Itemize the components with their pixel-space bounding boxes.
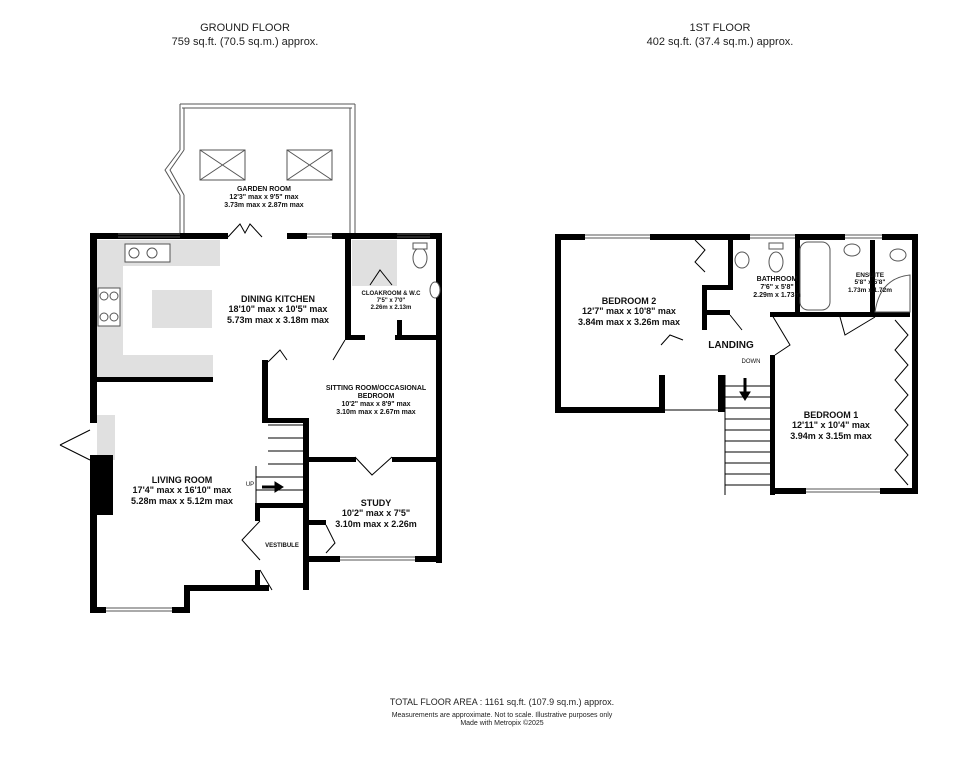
room-metric: 3.73m max x 2.87m max	[224, 202, 304, 210]
room-garden-room: GARDEN ROOM 12'3" max x 9'5" max 3.73m m…	[224, 186, 303, 210]
first-floor-walls	[555, 234, 918, 495]
ground-floor-walls	[90, 233, 442, 613]
room-name: BEDROOM 2	[601, 296, 657, 306]
stair-up-label: UP	[245, 482, 255, 488]
room-metric: 5.28m max x 5.12m max	[130, 495, 234, 506]
first-floor-plan	[555, 234, 918, 495]
ground-floor-plan	[59, 103, 442, 613]
room-metric: 3.84m max x 3.26m max	[577, 316, 681, 327]
room-name: ENSUITE	[855, 272, 885, 279]
disclaimer: Measurements are approximate. Not to sca…	[391, 712, 613, 719]
room-bedroom-1: BEDROOM 1 12'11" x 10'4" max 3.94m x 3.1…	[790, 410, 872, 441]
room-imperial: 12'7" max x 10'8" max	[582, 306, 676, 317]
room-bathroom: BATHROOM 7'6" x 5'8" 2.29m x 1.73m	[753, 276, 800, 300]
first-floor-title: 1ST FLOOR	[689, 22, 751, 34]
room-vestibule: VESTIBULE	[265, 543, 299, 549]
room-metric: 3.10m max x 2.67m max	[336, 409, 416, 417]
doors-ground	[59, 223, 393, 591]
room-name: LIVING ROOM	[151, 475, 213, 485]
room-metric: 1.73m x 1.72m	[847, 286, 893, 294]
room-imperial: 7'5" x 7'0"	[376, 297, 406, 304]
room-imperial: 10'2" max x 7'5"	[341, 508, 411, 519]
total-floor-area: TOTAL FLOOR AREA : 1161 sq.ft. (107.9 sq…	[389, 697, 615, 707]
room-imperial: 5'8" x 5'8"	[854, 279, 886, 287]
room-ensuite: ENSUITE 5'8" x 5'8" 1.73m x 1.72m	[848, 272, 892, 294]
room-imperial: 7'6" x 5'8"	[760, 284, 794, 292]
fixtures-ground	[97, 242, 441, 327]
room-metric: 5.73m max x 3.18m max	[226, 314, 330, 325]
room-study: STUDY 10'2" max x 7'5" 3.10m max x 2.26m	[335, 498, 417, 529]
doors-first	[660, 239, 909, 486]
room-dining-kitchen: DINING KITCHEN 18'10" max x 10'5" max 5.…	[227, 294, 329, 325]
skylight-right	[286, 149, 333, 181]
skylight-left	[199, 149, 246, 181]
room-metric: 3.94m x 3.15m max	[790, 430, 872, 441]
room-metric: 2.29m x 1.73m	[753, 292, 801, 300]
room-bedroom-2: BEDROOM 2 12'7" max x 10'8" max 3.84m ma…	[578, 296, 680, 327]
room-imperial: 18'10" max x 10'5" max	[228, 304, 328, 315]
ground-floor-title: GROUND FLOOR	[200, 22, 290, 34]
room-imperial: 17'4" max x 16'10" max	[132, 485, 232, 496]
room-landing: LANDING	[708, 340, 754, 351]
room-living-room: LIVING ROOM 17'4" max x 16'10" max 5.28m…	[131, 475, 233, 506]
credit: Made with Metropix ©2025	[460, 720, 544, 727]
room-sitting-room: SITTING ROOM/OCCASIONAL BEDROOM 10'2" ma…	[316, 385, 436, 417]
room-name: BEDROOM 1	[803, 410, 859, 420]
room-metric: 2.26m x 2.13m	[370, 304, 412, 311]
room-name: DINING KITCHEN	[240, 294, 315, 304]
room-name: BATHROOM	[756, 276, 798, 283]
first-floor-area: 402 sq.ft. (37.4 sq.m.) approx.	[646, 36, 794, 48]
room-imperial: 12'3" max x 9'5" max	[229, 194, 299, 202]
staircase-ground	[255, 424, 303, 503]
room-metric: 3.10m max x 2.26m	[335, 518, 417, 529]
kitchen-counters	[97, 240, 397, 460]
room-imperial: 10'2" max x 8'9" max	[341, 401, 411, 409]
room-name: GARDEN ROOM	[236, 186, 292, 193]
garden-room-walls	[164, 103, 356, 237]
fixtures-first	[734, 241, 911, 313]
windows	[106, 233, 430, 612]
room-imperial: 12'11" x 10'4" max	[792, 420, 870, 431]
windows-first	[585, 234, 882, 493]
stair-down-label: DOWN	[741, 359, 761, 365]
room-name: STUDY	[360, 498, 392, 508]
room-name: CLOAKROOM & W.C	[361, 291, 421, 297]
staircase-first	[665, 375, 770, 495]
room-cloakroom: CLOAKROOM & W.C 7'5" x 7'0" 2.26m x 2.13…	[362, 291, 421, 312]
room-name: SITTING ROOM/OCCASIONAL BEDROOM	[325, 385, 427, 401]
ground-floor-area: 759 sq.ft. (70.5 sq.m.) approx.	[171, 36, 319, 48]
